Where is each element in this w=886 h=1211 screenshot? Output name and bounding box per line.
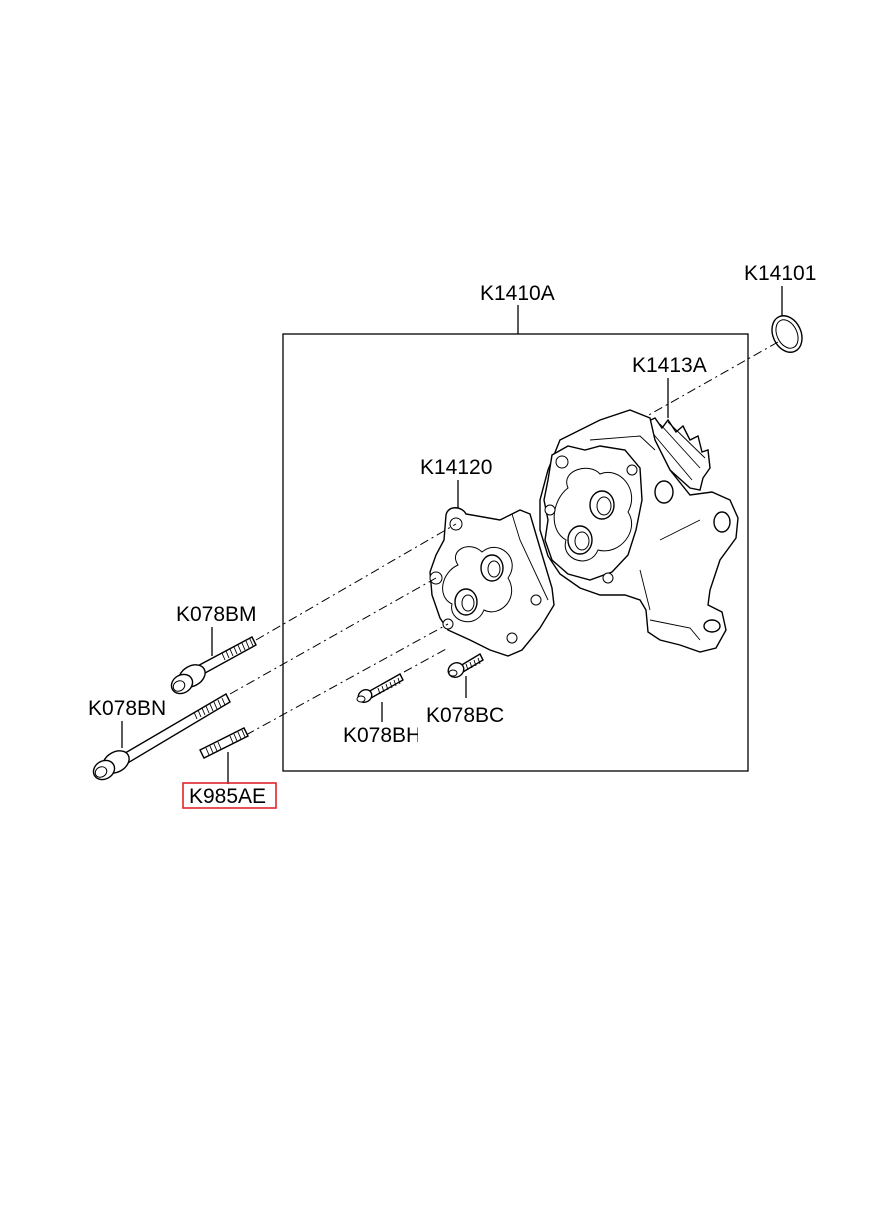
- label-pump-body[interactable]: K1413A: [632, 354, 707, 377]
- small-bolt-centerline: [403, 647, 449, 673]
- cover-plate-part: [429, 507, 555, 657]
- flange-bolt-part: [447, 653, 484, 678]
- oring-part: [771, 315, 803, 353]
- label-bolt-upper[interactable]: K078BM: [176, 603, 257, 626]
- bolt-long-centerline: [229, 577, 437, 695]
- label-bolt-long[interactable]: K078BN: [88, 697, 166, 720]
- small-bolt-part: [356, 673, 404, 703]
- label-small-bolt[interactable]: K078BH: [343, 724, 421, 747]
- label-stud[interactable]: K985AE: [189, 785, 266, 808]
- stud-part: [199, 727, 249, 759]
- assembly-frame: [282, 333, 749, 772]
- bolt-upper-centerline: [255, 523, 457, 641]
- label-assembly[interactable]: K1410A: [480, 282, 555, 305]
- bolt-long-part: [92, 693, 231, 781]
- oring-centerline: [639, 341, 779, 421]
- pump-body-part: [539, 409, 739, 653]
- label-cover-plate[interactable]: K14120: [420, 456, 492, 479]
- stud-highlight-box: [182, 782, 277, 809]
- label-flange-bolt[interactable]: K078BC: [426, 704, 504, 727]
- label-oring[interactable]: K14101: [744, 262, 816, 285]
- label-crop-mask: [418, 724, 432, 746]
- stud-centerline: [245, 623, 449, 736]
- bolt-upper-part: [170, 636, 257, 695]
